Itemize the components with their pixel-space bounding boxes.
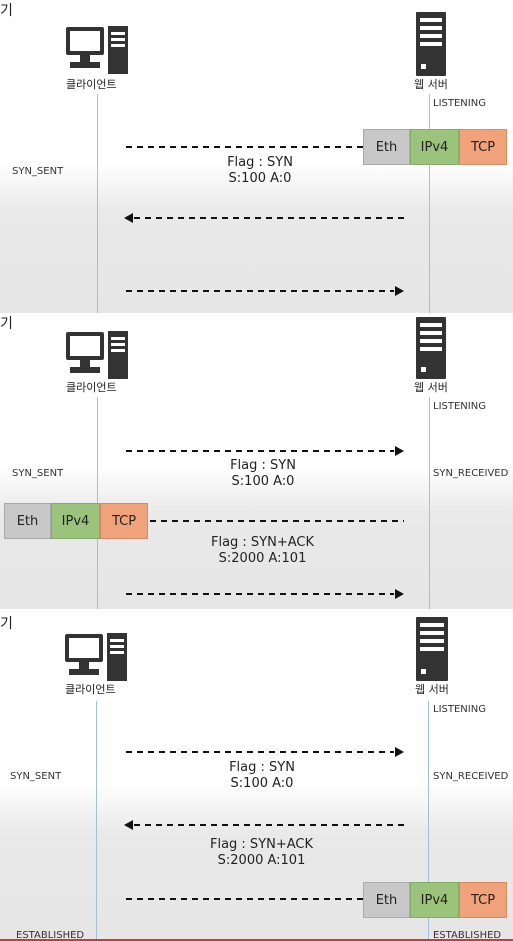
syn-arrow — [126, 747, 404, 757]
bottom-rule — [0, 939, 513, 941]
edge-glyph: 기 — [0, 316, 13, 332]
server-state-listening: LISTENING — [433, 401, 486, 412]
server-icon — [416, 12, 446, 76]
synack-flag-text: Flag : SYN+ACK — [210, 535, 315, 550]
client-label: 클라이언트 — [66, 78, 117, 91]
server-state-established: ESTABLISHED — [433, 930, 502, 941]
packet-eth: Eth — [363, 129, 410, 165]
syn-arrow-line — [126, 146, 364, 148]
server-state-syn-received: SYN_RECEIVED — [433, 771, 509, 782]
synack-seq-text: S:2000 A:101 — [217, 853, 306, 868]
server-lifeline — [429, 94, 430, 313]
syn-message: Flag : SYN S:100 A:0 — [210, 155, 310, 187]
packet-tcp: TCP — [459, 129, 507, 165]
synack-arrow-line — [150, 520, 404, 522]
synack-message: Flag : SYN+ACK S:2000 A:101 — [200, 535, 325, 567]
packet-frame-1: Eth IPv4 TCP — [363, 129, 507, 165]
syn-seq-text: S:100 A:0 — [228, 171, 292, 186]
synack-flag-text: Flag : SYN+ACK — [209, 837, 314, 852]
packet-eth: Eth — [4, 503, 51, 539]
server-icon — [416, 317, 446, 379]
server-label: 웹 서버 — [414, 381, 448, 394]
syn-message: Flag : SYN S:100 A:0 — [213, 458, 313, 490]
client-lifeline — [96, 701, 97, 939]
packet-frame-3: Eth IPv4 TCP — [363, 882, 507, 918]
server-state-syn-received: SYN_RECEIVED — [433, 468, 509, 479]
ack-arrow — [126, 589, 404, 599]
ack-arrow-line — [126, 898, 364, 900]
packet-tcp: TCP — [459, 882, 507, 918]
client-state-established: ESTABLISHED — [16, 930, 85, 941]
edge-glyph: 기 — [0, 616, 13, 632]
packet-ipv4: IPv4 — [410, 129, 459, 165]
packet-frame-2: Eth IPv4 TCP — [4, 503, 148, 539]
syn-arrow — [126, 446, 404, 456]
server-lifeline — [428, 701, 429, 939]
frame-1: 기 클라이언트 웹 서버 LISTENING SYN_SENT Eth IPv4… — [0, 0, 513, 313]
server-lifeline — [429, 397, 430, 609]
client-state-syn-sent: SYN_SENT — [10, 771, 62, 782]
server-state-listening: LISTENING — [433, 704, 486, 715]
synack-message: Flag : SYN+ACK S:2000 A:101 — [199, 837, 324, 869]
client-computer-icon — [66, 26, 128, 74]
server-state-listening: LISTENING — [433, 98, 486, 109]
syn-seq-text: S:100 A:0 — [230, 776, 294, 791]
syn-message: Flag : SYN S:100 A:0 — [212, 760, 312, 792]
client-label: 클라이언트 — [65, 683, 116, 696]
client-label: 클라이언트 — [66, 381, 117, 394]
ack-arrow — [126, 286, 404, 296]
client-computer-icon — [65, 633, 127, 681]
server-label: 웹 서버 — [415, 683, 449, 696]
syn-seq-text: S:100 A:0 — [231, 474, 295, 489]
synack-seq-text: S:2000 A:101 — [218, 551, 307, 566]
syn-flag-text: Flag : SYN — [229, 760, 295, 775]
packet-tcp: TCP — [100, 503, 148, 539]
synack-arrow — [124, 213, 404, 223]
syn-flag-text: Flag : SYN — [230, 458, 296, 473]
server-label: 웹 서버 — [414, 78, 448, 91]
client-state-syn-sent: SYN_SENT — [12, 166, 64, 177]
frame-3: 기 클라이언트 웹 서버 LISTENING SYN_SENT SYN_RECE… — [0, 609, 513, 941]
edge-glyph: 기 — [0, 3, 13, 19]
client-lifeline — [97, 94, 98, 313]
packet-ipv4: IPv4 — [51, 503, 100, 539]
frame-2: 기 클라이언트 웹 서버 LISTENING SYN_SENT SYN_RECE… — [0, 313, 513, 609]
syn-flag-text: Flag : SYN — [227, 155, 293, 170]
packet-ipv4: IPv4 — [410, 882, 459, 918]
client-state-syn-sent: SYN_SENT — [12, 468, 64, 479]
packet-eth: Eth — [363, 882, 410, 918]
server-icon — [416, 617, 448, 681]
synack-arrow — [124, 820, 404, 830]
client-computer-icon — [66, 331, 128, 379]
